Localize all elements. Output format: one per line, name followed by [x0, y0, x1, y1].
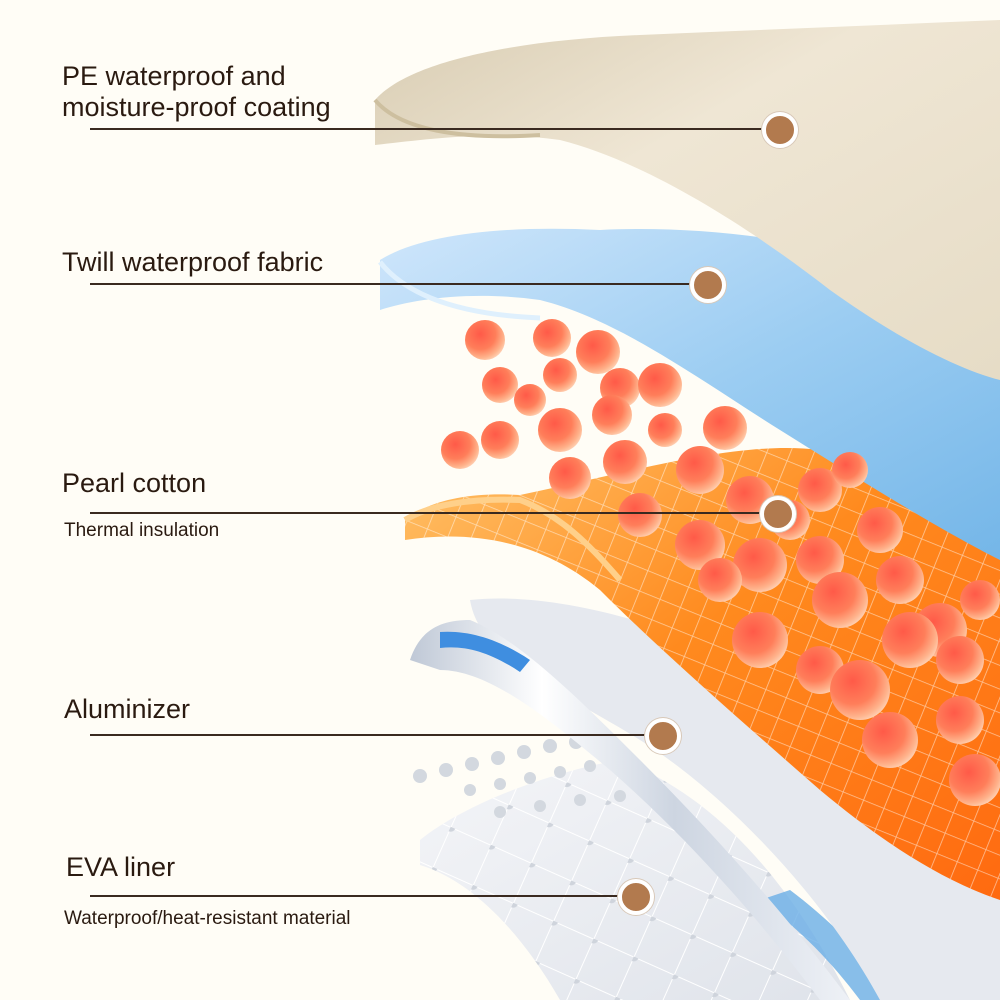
- pe-coating-layer: [373, 20, 1000, 380]
- twill-fabric-layer: [378, 228, 1000, 560]
- aluminizer-marker-dot: [645, 718, 681, 754]
- pearl-ball: [603, 440, 647, 484]
- pearl-cotton-title: Pearl cotton: [62, 468, 207, 498]
- pearl-ball: [618, 493, 662, 537]
- pearl-cotton-leader-line: [90, 512, 780, 514]
- eva-liner-title: EVA liner: [66, 852, 176, 882]
- eva-liner-marker-dot: [618, 879, 654, 915]
- pe-coating-leader-line: [90, 128, 772, 130]
- pearl-ball: [675, 520, 725, 570]
- eva-liner-leader-line: [90, 895, 630, 897]
- pearl-cotton-layer: [403, 448, 1000, 900]
- pe-coating-title-line1: PE waterproof and: [62, 61, 286, 91]
- pearl-ball: [796, 536, 844, 584]
- pearl-ball: [949, 754, 1000, 806]
- pearl-ball: [543, 358, 577, 392]
- pearl-ball: [648, 413, 682, 447]
- pearl-ball: [812, 572, 868, 628]
- aluminizer-leader-line: [90, 734, 665, 736]
- eva-beads: [413, 729, 646, 818]
- twill-fabric-leader-line: [90, 283, 710, 285]
- pearl-ball: [732, 612, 788, 668]
- pearl-ball: [465, 320, 505, 360]
- pearl-ball: [830, 660, 890, 720]
- pearl-ball: [698, 558, 742, 602]
- pearl-ball: [862, 712, 918, 768]
- pearl-ball: [481, 421, 519, 459]
- pearl-ball: [936, 696, 984, 744]
- pearl-cotton-balls: [441, 319, 1000, 806]
- pearl-ball: [538, 408, 582, 452]
- pearl-ball: [576, 330, 620, 374]
- pearl-ball: [592, 395, 632, 435]
- pearl-ball: [549, 457, 591, 499]
- pearl-ball: [733, 538, 787, 592]
- pearl-cotton-subtitle: Thermal insulation: [64, 520, 220, 541]
- twill-fabric-marker-dot: [690, 267, 726, 303]
- pearl-cotton-marker-dot: [760, 496, 796, 532]
- eva-liner-subtitle: Waterproof/heat-resistant material: [64, 908, 351, 929]
- pearl-ball: [514, 384, 546, 416]
- pearl-ball: [832, 452, 868, 488]
- aluminizer-layer: [410, 598, 1000, 1000]
- pearl-ball: [882, 612, 938, 668]
- pearl-ball: [482, 367, 518, 403]
- pearl-ball: [876, 556, 924, 604]
- pe-coating-title-line2: moisture-proof coating: [62, 92, 331, 122]
- pearl-ball: [857, 507, 903, 553]
- pearl-ball: [638, 363, 682, 407]
- aluminizer-title: Aluminizer: [64, 694, 191, 724]
- pearl-ball: [533, 319, 571, 357]
- pearl-ball: [676, 446, 724, 494]
- pearl-ball: [441, 431, 479, 469]
- pearl-ball: [703, 406, 747, 450]
- pearl-ball: [798, 468, 842, 512]
- pearl-ball: [960, 580, 1000, 620]
- twill-fabric-title: Twill waterproof fabric: [62, 247, 324, 277]
- pe-coating-marker-dot: [762, 112, 798, 148]
- pearl-ball: [936, 636, 984, 684]
